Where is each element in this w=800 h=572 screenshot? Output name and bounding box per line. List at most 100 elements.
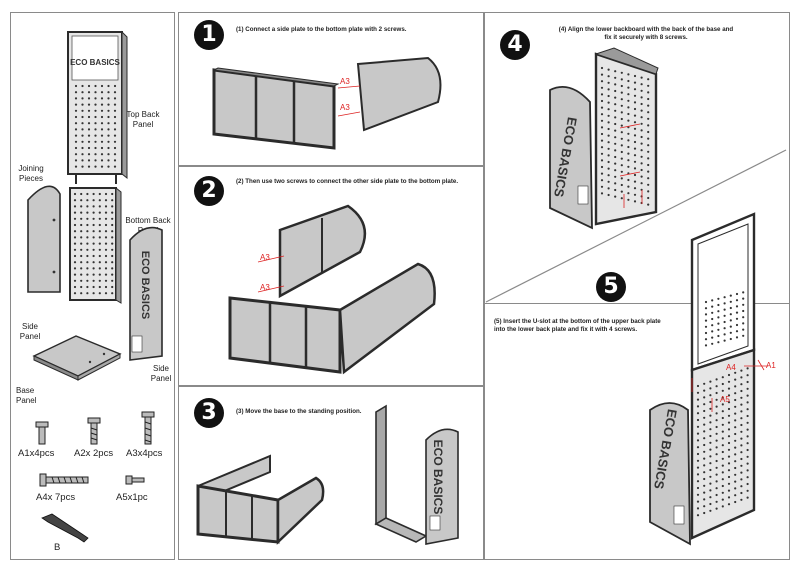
perforation-dot [87,84,91,88]
perforation-dot [734,487,737,490]
perforation-dot [640,135,643,139]
perforation-dot [746,496,749,499]
perforation-dot [94,128,97,131]
perforation-dot [734,432,737,436]
perforation-dot [742,322,745,325]
perforation-dot [627,165,630,168]
step-5-drawing: A1 A4 A5 [649,212,776,546]
perforation-dot [647,144,650,147]
step-5-a4-label: A4 [726,363,736,372]
perforation-dot [727,414,731,417]
perforation-dot [98,205,101,208]
perforation-dot [715,432,718,435]
perforation-dot [100,109,104,112]
perforation-dot [614,169,617,172]
perforation-dot [100,128,104,131]
perforation-dot [696,398,700,401]
perforation-dot [620,84,623,88]
perforation-dot [711,330,714,333]
perforation-dot [614,89,617,93]
perforation-dot [92,248,95,251]
perforation-dot [87,159,91,162]
perforation-dot [92,292,95,295]
perforation-dot [633,94,637,97]
perforation-dot [721,505,724,508]
perforation-dot [647,117,650,120]
perforation-dot [74,103,78,106]
perforation-dot [73,292,77,295]
perforation-dot [729,313,732,316]
perforation-dot [633,101,637,104]
perforation-dot [740,485,743,488]
perforation-dot [703,409,706,413]
perforation-dot [742,297,745,300]
step-2-caption: (2) Then use two screws to connect the o… [236,178,459,185]
perforation-dot [703,430,706,433]
perforation-dot [98,242,101,245]
perforation-dot [86,217,89,220]
perforation-dot [740,491,743,495]
step-3-badge: 3 [194,398,224,428]
perforation-dot [73,242,77,245]
hardware-a5-qty: A5x1pc [116,492,148,503]
perforation-dot [703,491,706,494]
perforation-dot [104,199,108,202]
perforation-dot [633,88,637,91]
perforation-dot [92,217,95,220]
perforation-dot [111,242,114,245]
perforation-dot [711,311,714,314]
step-5-caption: (5) Insert the U-slot at the bottom of t… [494,318,661,333]
perforation-dot [80,273,83,276]
perforation-dot [80,285,83,289]
perforation-dot [703,511,706,515]
perforation-dot [94,146,97,150]
perforation-dot [80,261,83,264]
perforation-dot [723,327,726,330]
perforation-dot [620,137,623,140]
perforation-dot [721,376,724,379]
perforation-dot [107,159,110,162]
perforation-dot [711,305,714,308]
perforation-dot [740,403,743,406]
perforation-dot [614,162,617,165]
perforation-dot [721,410,724,413]
perforation-dot [107,122,110,125]
perforation-dot [94,84,97,88]
perforation-dot [92,261,95,264]
perforation-dot [87,165,91,168]
perforation-dot [627,178,630,182]
perforation-dot [727,421,731,424]
perforation-dot [721,491,724,494]
perforation-dot [640,142,643,145]
perforation-dot [715,439,718,442]
perforation-dot [87,91,91,94]
perforation-dot [98,261,101,264]
perforation-dot [696,384,700,388]
perforation-dot [74,91,78,94]
perforation-dot [696,473,700,476]
perforation-dot [73,248,77,251]
perforation-dot [729,319,732,322]
perforation-dot [620,157,623,160]
perforation-dot [721,450,724,454]
perforation-dot [98,236,101,239]
screw-a5-icon [125,475,145,485]
perforation-dot [647,157,650,160]
perforation-dot [80,223,83,227]
perforation-dot [703,389,706,392]
perforation-dot [746,455,749,458]
perforation-dot [633,74,637,78]
perforation-dot [723,296,726,299]
perforation-dot [709,482,712,485]
perforation-dot [107,165,110,168]
perforation-dot [715,466,718,469]
perforation-dot [98,230,101,233]
perforation-dot [633,187,637,190]
perforation-dot [703,505,706,508]
perforation-dot [727,394,731,397]
perforation-dot [614,195,617,198]
perforation-dot [729,331,732,334]
perforation-dot [607,134,610,137]
perforation-dot [627,192,630,195]
perforation-dot [81,153,84,156]
